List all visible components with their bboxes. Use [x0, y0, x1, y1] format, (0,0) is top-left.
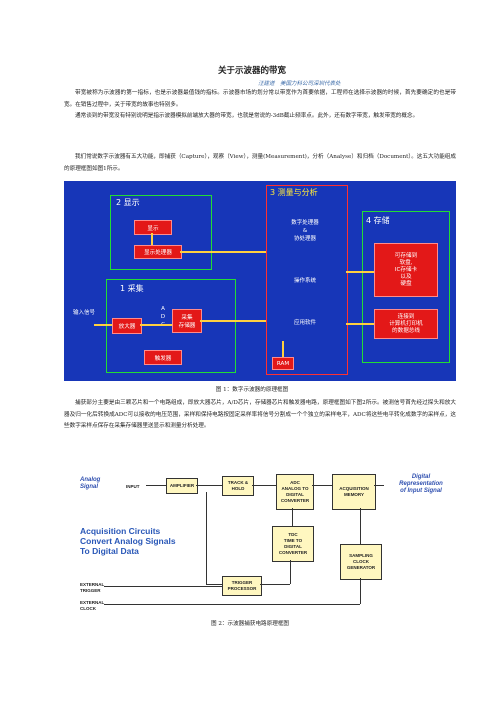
paragraph-1: 带宽被称为示波器的第一指标，也是示波器最值钱的指标。示波器市场的划分常以带宽作为… [64, 90, 456, 108]
adc-block: ADC ANALOG TO DIGITAL CONVERTER [276, 474, 314, 510]
storage-box: 可存储到 软盘, IC存储卡 以及 硬盘 [374, 243, 438, 297]
storage-section-label: 4 存储 [366, 216, 390, 225]
acquisition-headline: Acquisition Circuits Convert Analog Sign… [80, 526, 176, 556]
measure-section-label: 3 测量与分析 [270, 188, 318, 197]
display-processor-box: 显示处理器 [134, 245, 182, 259]
acquire-section-label: 1 采集 [120, 284, 144, 293]
display-box: 显示 [134, 220, 172, 235]
page-title: 关于示波器的带宽 [217, 66, 286, 76]
amplifier-block: AMPLIFIER [166, 478, 198, 494]
trigger-processor-block: TRIGGER PROCESSOR [222, 576, 262, 596]
ram-box: RAM [272, 357, 294, 370]
external-clock-label: EXTERNAL CLOCK [80, 600, 105, 611]
external-trigger-label: EXTERNAL TRIGGER [80, 582, 105, 593]
figure-2-acquisition-diagram: Analog Signal INPUT AMPLIFIER TRACK & HO… [80, 472, 460, 617]
figure-1-block-diagram: 2 显示 显示 显示处理器 1 采集 输入信号 放大器 A D C 采集 存储器… [64, 181, 456, 381]
paragraph-3: 我们常说数字示波器有五大功能，即捕获（Capture），观察（View），测量(… [64, 154, 456, 172]
input-signal-label: 输入信号 [72, 310, 95, 316]
storage-section-box [362, 211, 450, 363]
figure-2-caption: 图 2：示波器捕获电路原理框图 [210, 621, 290, 627]
acquisition-memory-box: 采集 存储器 [172, 309, 202, 333]
paragraph-4: 捕获部分主要是由三颗芯片和一个电路组成，即放大器芯片，A/D芯片，存储器芯片和触… [64, 400, 456, 430]
digital-representation-label: Digital Representation of Input Signal [399, 474, 443, 494]
display-section-box [110, 195, 212, 270]
dsp-label: 数字处理器 & 协处理器 [291, 220, 319, 242]
measure-section-box [266, 185, 348, 375]
amplifier-box: 放大器 [112, 318, 142, 334]
track-hold-block: TRACK & HOLD [222, 476, 254, 496]
input-label: INPUT [126, 484, 140, 489]
os-label: 操作系统 [293, 278, 316, 284]
figure-1-caption: 图 1：数字示波器的原理框图 [215, 387, 289, 393]
trigger-box: 触发器 [144, 350, 182, 365]
app-label: 应用软件 [293, 320, 316, 326]
sampling-clock-block: SAMPLING CLOCK GENERATOR [340, 544, 382, 580]
acquire-section-box [106, 279, 236, 373]
connect-box: 连接到 计算机打印机 的数据总线 [374, 309, 438, 339]
tdc-block: TDC TIME TO DIGITAL CONVERTER [272, 526, 314, 562]
display-section-label: 2 显示 [116, 198, 140, 207]
analog-signal-label: Analog Signal [80, 477, 101, 490]
author-line: 汪建道 美国力科公司深圳代表处 [258, 81, 341, 87]
acquisition-memory-block: ACQUISITION MEMORY [332, 474, 376, 510]
paragraph-2: 通常谈到的带宽没有特别说明是指示波器模拟前端放大器的带宽，也就是常说的-3dB截… [75, 113, 419, 119]
